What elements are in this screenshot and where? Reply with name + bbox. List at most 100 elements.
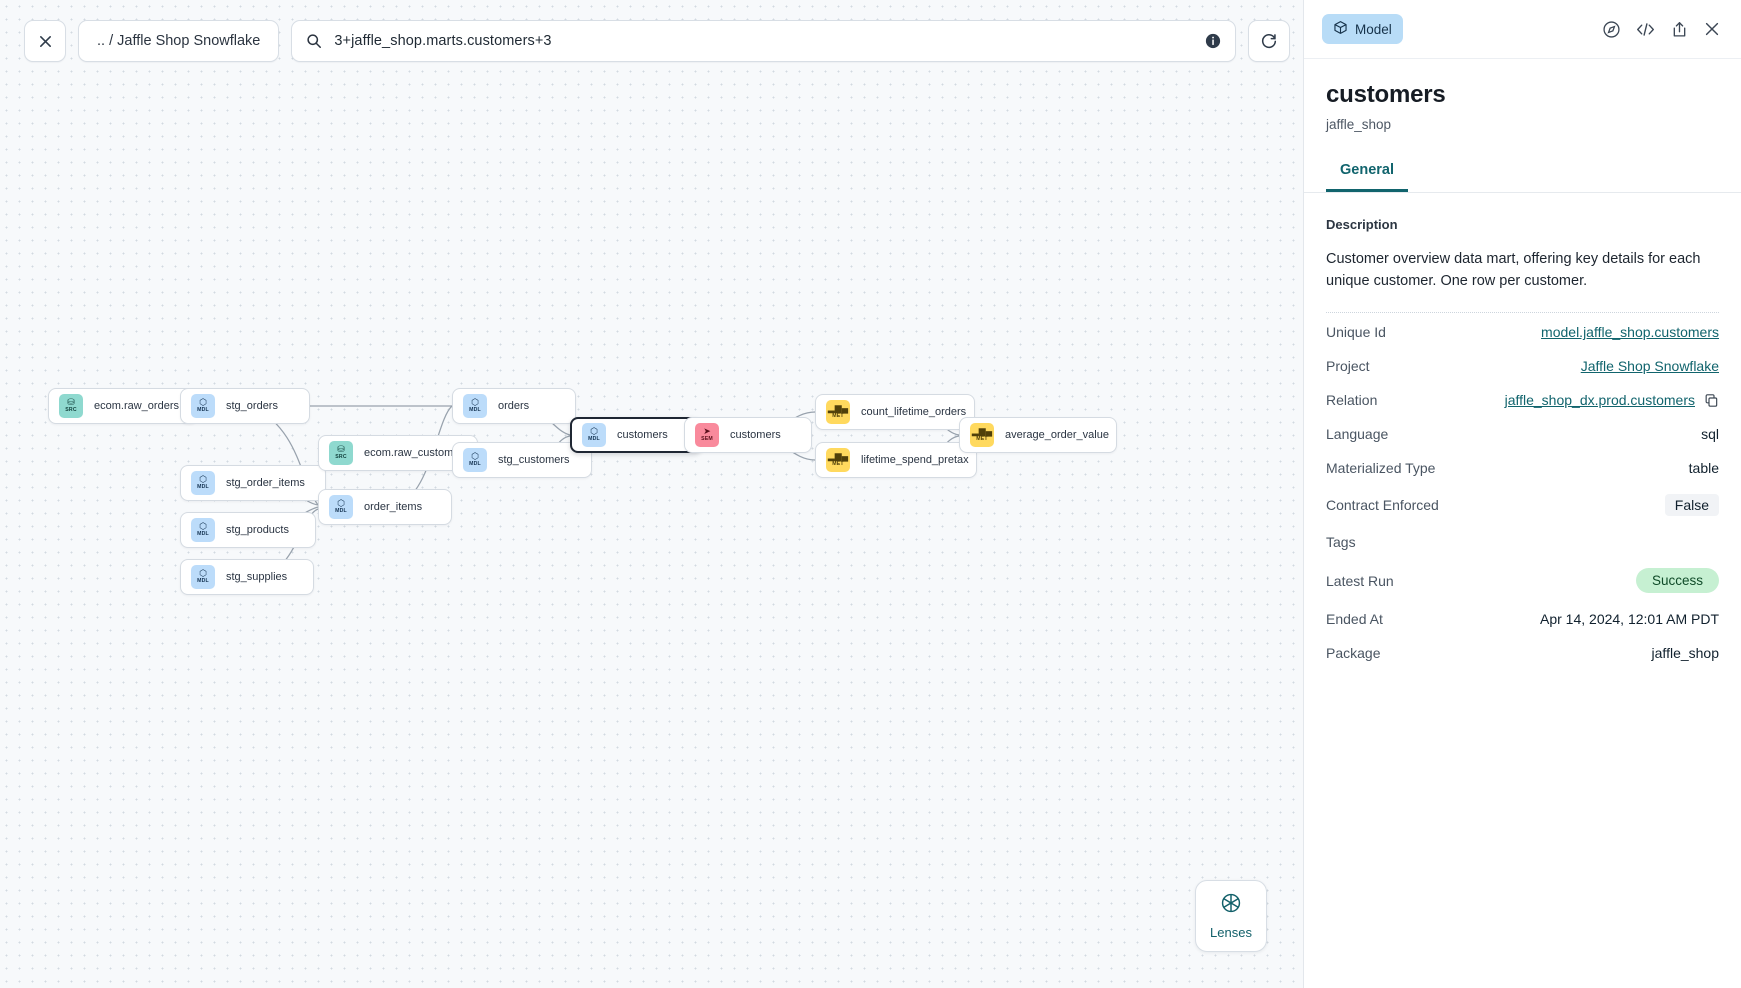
met-type-icon: ▂▆▄MET [826, 448, 850, 472]
mdl-type-icon: ⬡MDL [191, 518, 215, 542]
property-row: Tags [1326, 525, 1719, 559]
property-row: Latest Run Success [1326, 559, 1719, 602]
compass-icon[interactable] [1600, 18, 1623, 41]
refresh-icon [1262, 34, 1277, 49]
share-icon[interactable] [1668, 18, 1691, 41]
mdl-type-icon: ⬡MDL [191, 565, 215, 589]
property-value: sql [1701, 426, 1719, 443]
lineage-node-label: stg_customers [498, 454, 570, 466]
property-row: Contract Enforced False [1326, 485, 1719, 525]
lineage-node-label: orders [498, 400, 530, 412]
copy-icon[interactable] [1704, 393, 1719, 408]
property-key: Materialized Type [1326, 460, 1436, 477]
property-key: Ended At [1326, 611, 1383, 628]
property-key: Latest Run [1326, 572, 1394, 589]
property-value-wrap: Success [1635, 568, 1719, 594]
lineage-node-label: order_items [364, 501, 423, 513]
lens-icon [1220, 892, 1242, 919]
lineage-node-label: count_lifetime_orders [861, 406, 967, 418]
property-value[interactable]: Jaffle Shop Snowflake [1580, 358, 1719, 375]
property-key: Contract Enforced [1326, 497, 1439, 514]
property-key: Relation [1326, 392, 1378, 409]
info-glyph [1206, 33, 1221, 49]
property-value[interactable]: jaffle_shop_dx.prod.customers [1504, 392, 1695, 409]
lineage-node-count_lifetime_orders[interactable]: ▂▆▄MET count_lifetime_orders [815, 394, 975, 430]
property-value: Apr 14, 2024, 12:01 AM PDT [1540, 611, 1719, 628]
met-type-icon: ▂▆▄MET [970, 423, 994, 447]
property-value-wrap: table [1689, 460, 1719, 476]
divider [1326, 312, 1719, 314]
property-row: Language sql [1326, 417, 1719, 451]
lineage-node-label: stg_orders [226, 400, 278, 412]
property-key: Language [1326, 426, 1389, 443]
property-key: Tags [1326, 534, 1356, 551]
close-panel-icon[interactable] [1701, 18, 1723, 40]
mdl-type-icon: ⬡MDL [191, 394, 215, 418]
property-value-wrap: jaffle_shop_dx.prod.customers [1505, 392, 1719, 408]
lineage-node-label: ecom.raw_orders [94, 400, 179, 412]
mdl-type-icon: ⬡MDL [463, 448, 487, 472]
resource-type-pill[interactable]: Model [1322, 14, 1403, 44]
search-input[interactable]: 3+jaffle_shop.marts.customers+3 [334, 33, 552, 49]
lineage-node-label: stg_order_items [226, 477, 305, 489]
property-row: Relation jaffle_shop_dx.prod.customers [1326, 383, 1719, 417]
search-icon [306, 33, 322, 49]
property-value[interactable]: model.jaffle_shop.customers [1541, 324, 1719, 341]
lineage-node-label: stg_supplies [226, 571, 288, 583]
property-value: jaffle_shop [1651, 645, 1719, 662]
details-panel: Model [1303, 0, 1741, 988]
refresh-button[interactable] [1248, 20, 1291, 62]
property-value-wrap: False [1664, 494, 1719, 517]
lineage-node-order_items[interactable]: ⬡MDL order_items [318, 489, 452, 525]
lineage-node-stg_orders[interactable]: ⬡MDL stg_orders [180, 388, 310, 424]
lenses-label: Lenses [1210, 925, 1252, 940]
canvas-toolbar: .. / Jaffle Shop Snowflake 3+jaffle_shop… [24, 20, 1291, 62]
code-icon[interactable] [1633, 18, 1658, 41]
page-title: customers [1326, 81, 1446, 108]
lineage-node-average_order_value[interactable]: ▂▆▄MET average_order_value [959, 417, 1117, 453]
breadcrumb-label: .. / Jaffle Shop Snowflake [97, 33, 261, 49]
lineage-node-stg_supplies[interactable]: ⬡MDL stg_supplies [180, 559, 314, 595]
property-row: Ended At Apr 14, 2024, 12:01 AM PDT [1326, 602, 1719, 636]
property-row: Materialized Type table [1326, 451, 1719, 485]
mdl-type-icon: ⬡MDL [329, 495, 353, 519]
resource-type-label: Model [1355, 21, 1392, 37]
lineage-canvas[interactable]: .. / Jaffle Shop Snowflake 3+jaffle_shop… [0, 0, 1303, 988]
property-value-wrap: Apr 14, 2024, 12:01 AM PDT [1540, 611, 1719, 627]
lineage-search[interactable]: 3+jaffle_shop.marts.customers+3 [291, 20, 1237, 62]
description-text: Customer overview data mart, offering ke… [1326, 251, 1701, 290]
property-value-wrap: Jaffle Shop Snowflake [1581, 358, 1719, 374]
property-value-wrap: jaffle_shop [1652, 645, 1719, 661]
lineage-node-customers_semantic[interactable]: ➤SEM customers [684, 417, 812, 453]
src-type-icon: ⛁SRC [59, 394, 83, 418]
close-icon [39, 35, 51, 47]
close-lineage-button[interactable] [24, 20, 66, 62]
breadcrumb[interactable]: .. / Jaffle Shop Snowflake [78, 20, 280, 62]
lineage-node-label: average_order_value [1005, 429, 1109, 441]
lenses-button[interactable]: Lenses [1195, 880, 1267, 952]
lineage-node-label: customers [730, 429, 781, 441]
panel-header: customers jaffle_shop [1304, 59, 1741, 132]
info-icon[interactable] [1205, 33, 1221, 49]
cube-icon [1333, 20, 1348, 38]
property-value-wrap: model.jaffle_shop.customers [1541, 324, 1719, 340]
src-type-icon: ⛁SRC [329, 441, 353, 465]
panel-toolbar: Model [1304, 0, 1741, 59]
property-value-wrap: sql [1701, 426, 1719, 442]
description-label: Description [1326, 217, 1398, 232]
property-key: Unique Id [1326, 324, 1386, 341]
panel-subtitle: jaffle_shop [1326, 117, 1392, 132]
tab-general[interactable]: General [1326, 156, 1408, 192]
sem-type-icon: ➤SEM [695, 423, 719, 447]
property-value: table [1688, 460, 1719, 477]
met-type-icon: ▂▆▄MET [826, 400, 850, 424]
lineage-node-ecom_raw_orders[interactable]: ⛁SRC ecom.raw_orders [48, 388, 198, 424]
status-badge: Success [1635, 568, 1719, 594]
